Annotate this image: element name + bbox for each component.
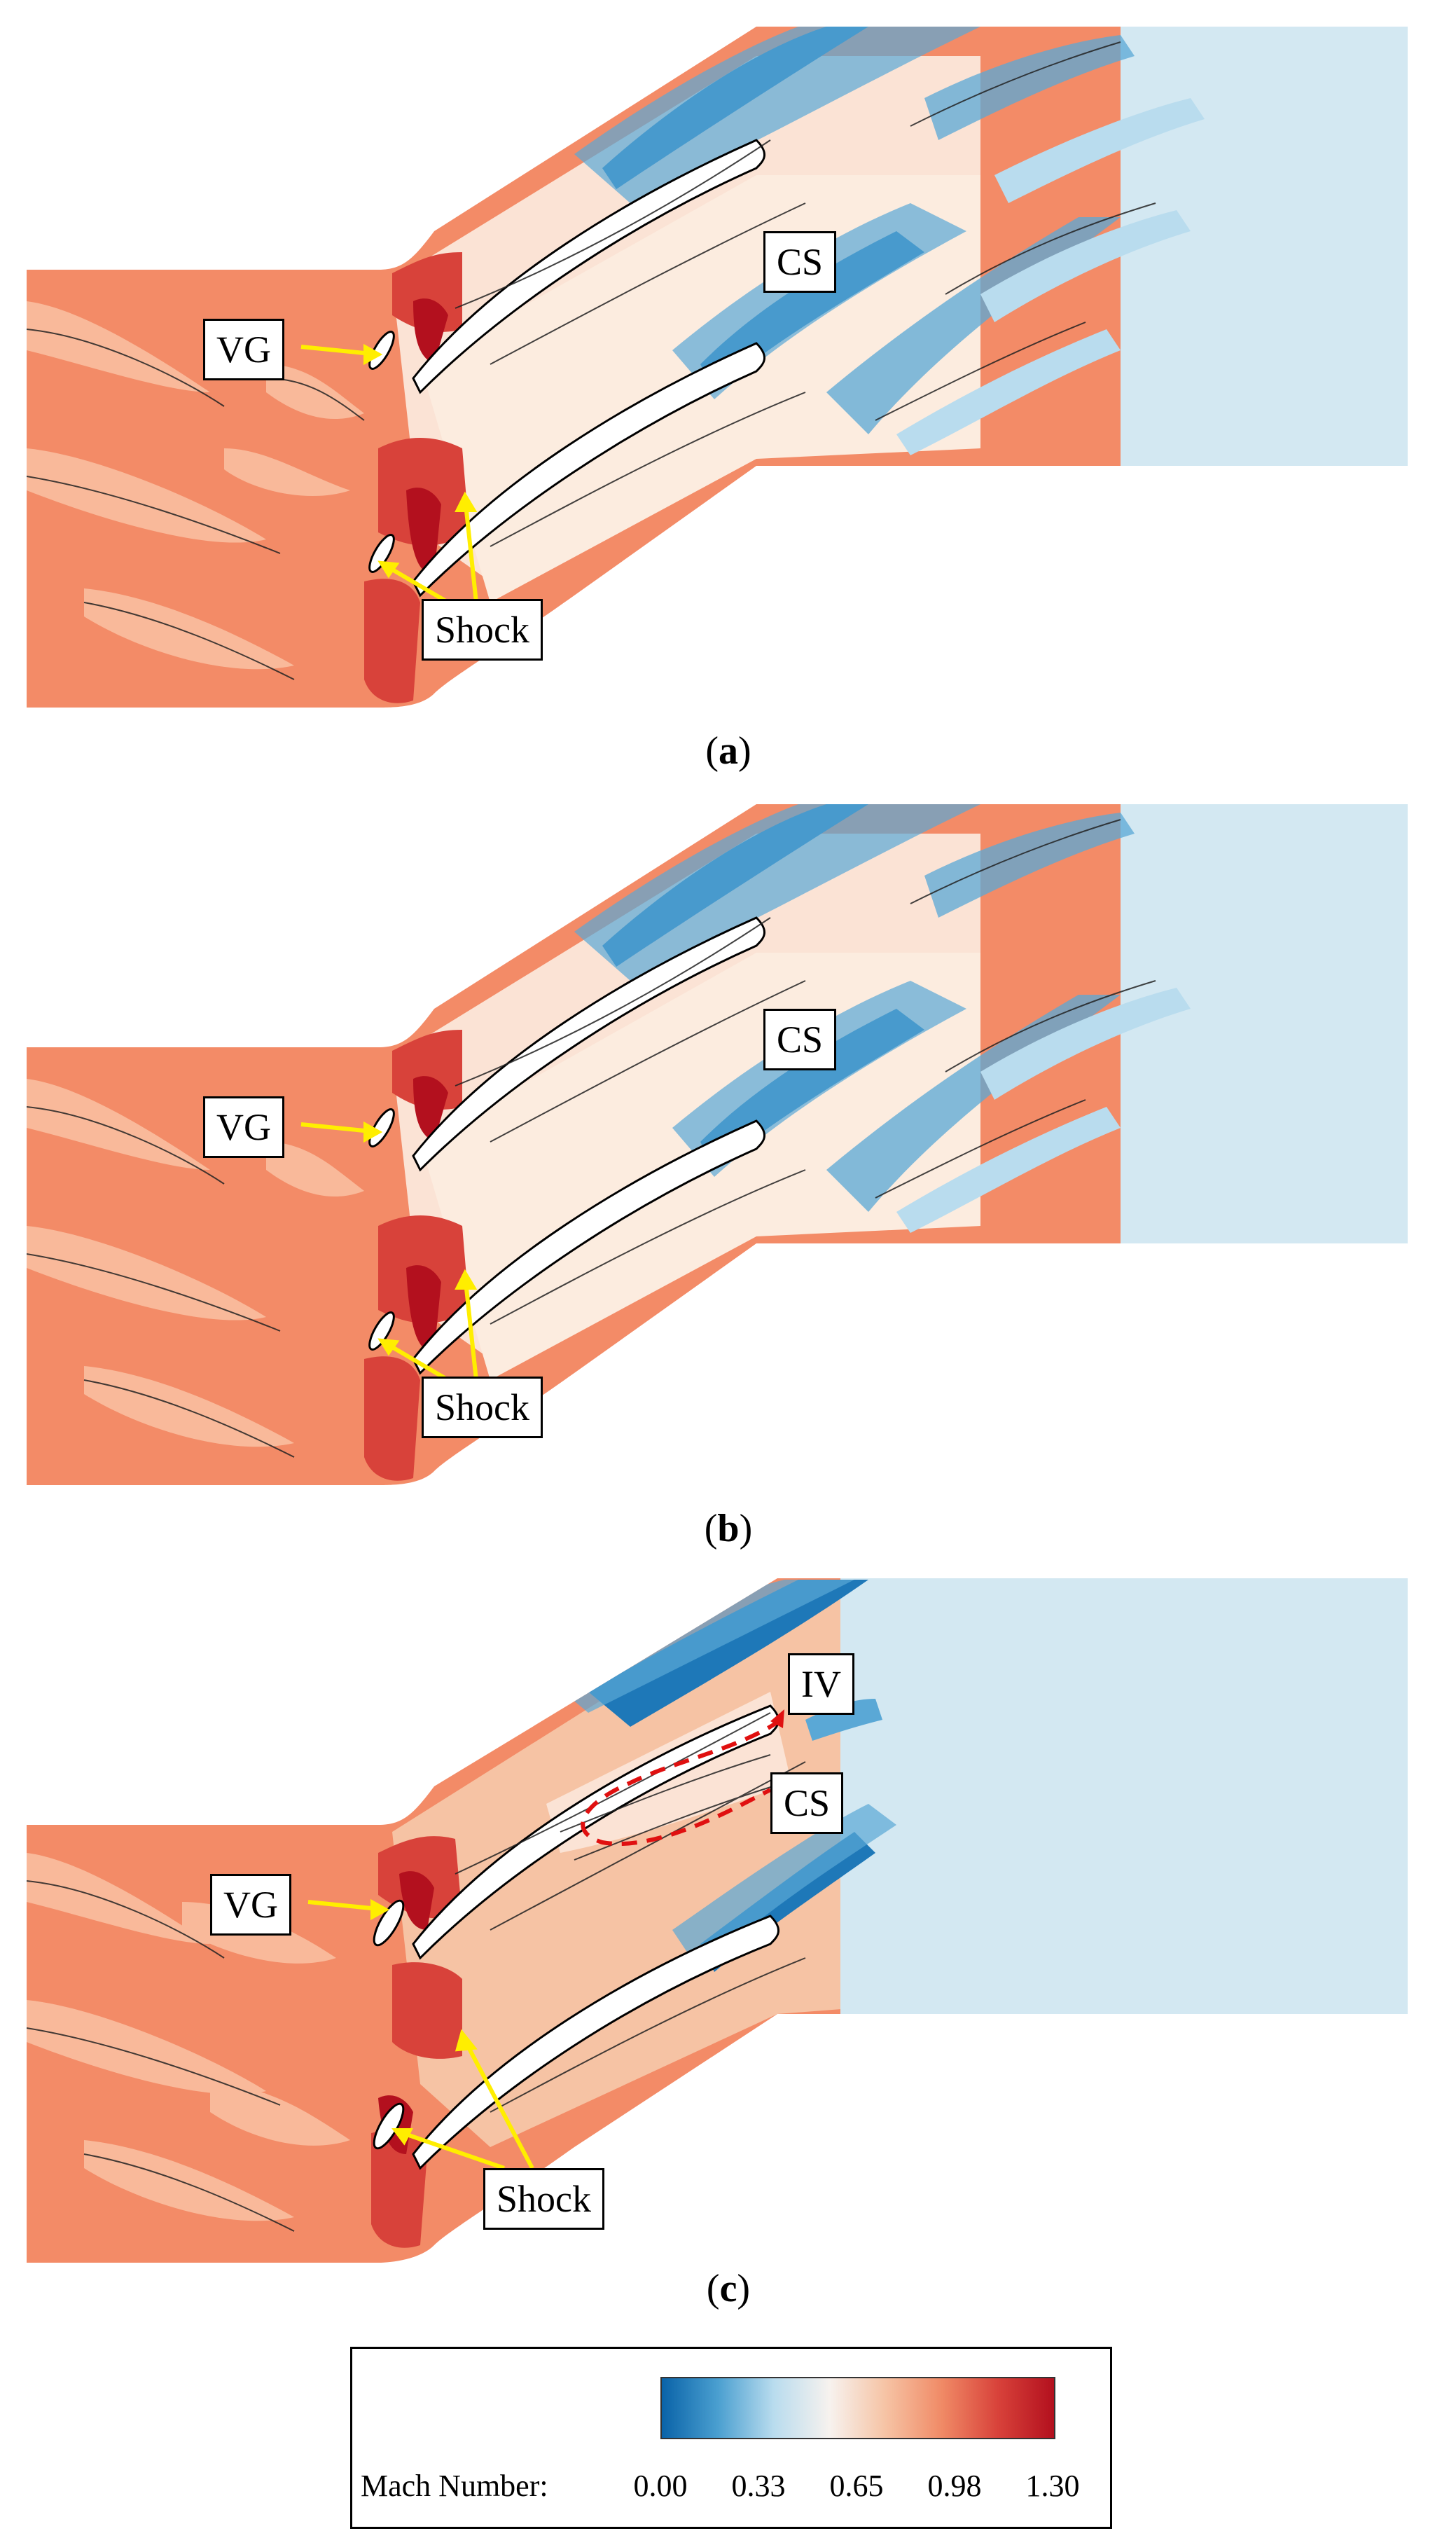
shock-label: Shock	[422, 599, 543, 661]
vg-label: VG	[203, 319, 284, 380]
arrows-c	[307, 1898, 534, 2170]
arrows-b	[300, 1121, 478, 1382]
caption-c: (c)	[706, 2267, 751, 2310]
caption-a: (a)	[705, 729, 751, 773]
panel-a: VG CS Shock (a)	[0, 0, 1456, 773]
panel-b: VG CS Shock (b)	[0, 778, 1456, 1550]
legend-tick: 0.00	[633, 2469, 688, 2503]
panel-c: IV CS VG Shock (c)	[0, 1552, 1456, 2336]
arrows-a	[300, 343, 478, 605]
vg-label: VG	[203, 1096, 284, 1158]
contour-plot-c	[27, 1578, 1408, 2263]
legend-tick: 1.30	[1025, 2469, 1080, 2503]
legend-tick: 0.33	[731, 2469, 786, 2503]
legend-title: Mach Number:	[361, 2469, 548, 2503]
legend-ticks: 0.00 0.33 0.65 0.98 1.30	[352, 2468, 1110, 2510]
shock-label: Shock	[483, 2168, 604, 2230]
colorbar-legend: Mach Number: 0.00 0.33 0.65 0.98 1.30	[350, 2347, 1112, 2529]
legend-tick: 0.98	[927, 2469, 982, 2503]
shock-label: Shock	[422, 1377, 543, 1438]
cs-label: CS	[763, 1009, 837, 1070]
iv-label: IV	[788, 1653, 854, 1715]
contour-plot-a	[27, 27, 1408, 708]
iv-vortex-outline	[581, 1718, 782, 1846]
caption-b: (b)	[704, 1507, 753, 1550]
vg-label: VG	[210, 1874, 291, 1936]
cs-label: CS	[763, 231, 837, 293]
cs-label: CS	[770, 1772, 844, 1834]
colorbar	[660, 2377, 1055, 2439]
legend-tick: 0.65	[829, 2469, 884, 2503]
